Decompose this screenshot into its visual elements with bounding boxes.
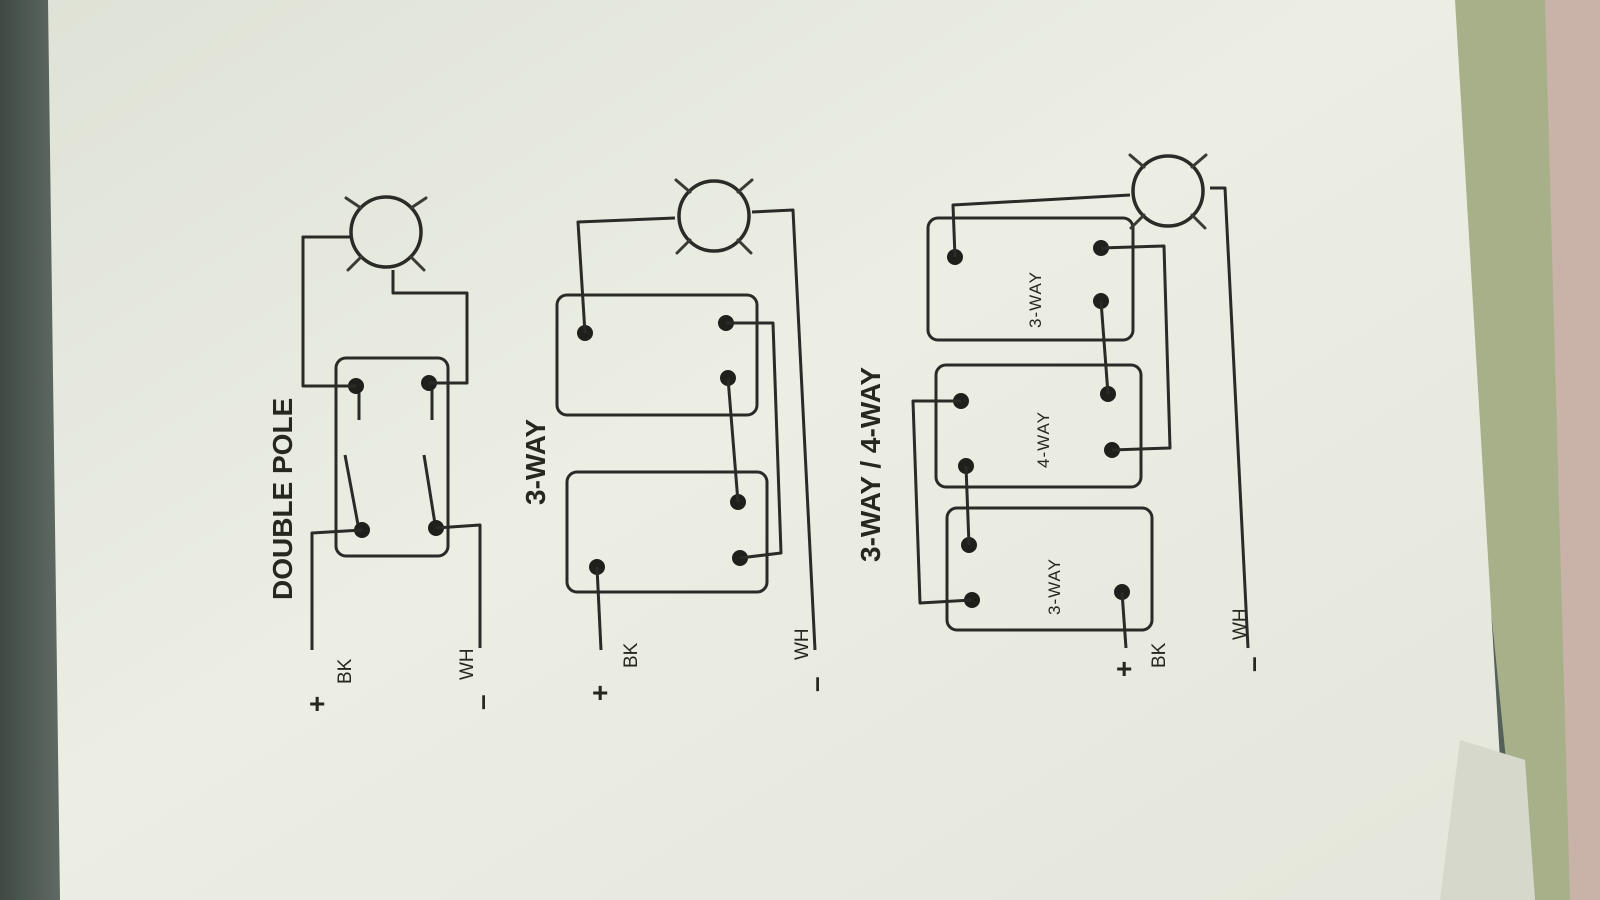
three-way-minus: – xyxy=(800,676,831,692)
three-four-way-traveler-b xyxy=(1100,244,1172,452)
double-pole-lamp-wire-2 xyxy=(391,270,469,385)
three-way-bk-label: BK xyxy=(621,642,642,668)
surface-right-edge xyxy=(1545,0,1600,900)
three-four-way-bk-wire xyxy=(1120,591,1128,649)
three-four-way-wh-label: WH xyxy=(1230,608,1251,640)
double-pole-blade-1 xyxy=(343,454,361,531)
three-way-plus: + xyxy=(592,677,608,708)
double-pole-minus: – xyxy=(466,694,497,710)
three-way-traveler-1 xyxy=(726,377,740,503)
double-pole-wh-label: WH xyxy=(457,648,478,680)
three-four-way-traveler-d xyxy=(911,399,973,605)
three-way-lamp-icon xyxy=(674,178,754,255)
three-four-way-traveler-a xyxy=(1099,300,1110,395)
three-four-way-lamp-icon xyxy=(1128,153,1208,230)
three-way-diagram: 3-WAY + BK WH – xyxy=(520,178,831,708)
double-pole-bk-wire xyxy=(310,528,363,650)
switch-middle-label: 4-WAY xyxy=(1034,411,1053,468)
double-pole-diagram: DOUBLE POLE + BK WH – xyxy=(267,195,497,719)
three-way-title: 3-WAY xyxy=(520,419,551,505)
double-pole-blade-2 xyxy=(422,454,438,531)
double-pole-wh-wire xyxy=(435,523,482,648)
double-pole-lamp-icon xyxy=(344,195,428,272)
three-four-way-switch-bottom xyxy=(945,506,1154,632)
three-four-way-diagram: 3-WAY / 4-WAY 3-WAY 4-WAY 3-WAY xyxy=(855,153,1268,684)
double-pole-lamp-wire-1 xyxy=(301,235,356,388)
three-four-way-plus: + xyxy=(1116,653,1132,684)
three-four-way-lamp-wire xyxy=(951,193,1131,258)
three-way-wh-label: WH xyxy=(792,628,813,660)
paper-fold xyxy=(1440,740,1535,900)
three-way-bk-wire xyxy=(595,566,603,651)
switch-bottom-label: 3-WAY xyxy=(1045,558,1064,615)
three-four-way-traveler-c xyxy=(964,465,971,546)
double-pole-switch xyxy=(334,356,450,558)
double-pole-title: DOUBLE POLE xyxy=(267,398,298,600)
three-way-switch-bottom xyxy=(565,470,769,594)
three-way-switch-top xyxy=(555,293,759,417)
three-four-way-wh-wire xyxy=(1210,186,1250,649)
three-way-traveler-2 xyxy=(726,321,783,560)
double-pole-bk-label: BK xyxy=(335,658,356,684)
three-four-way-switch-top xyxy=(926,216,1135,342)
three-four-way-bk-label: BK xyxy=(1149,642,1170,668)
three-four-way-minus: – xyxy=(1237,656,1268,672)
switch-top-label: 3-WAY xyxy=(1026,271,1045,328)
three-way-wh-wire xyxy=(751,208,817,651)
three-four-way-title: 3-WAY / 4-WAY xyxy=(855,367,886,562)
three-way-lamp-wire xyxy=(576,216,676,334)
three-four-way-switch-middle xyxy=(934,363,1143,489)
double-pole-plus: + xyxy=(309,688,325,719)
